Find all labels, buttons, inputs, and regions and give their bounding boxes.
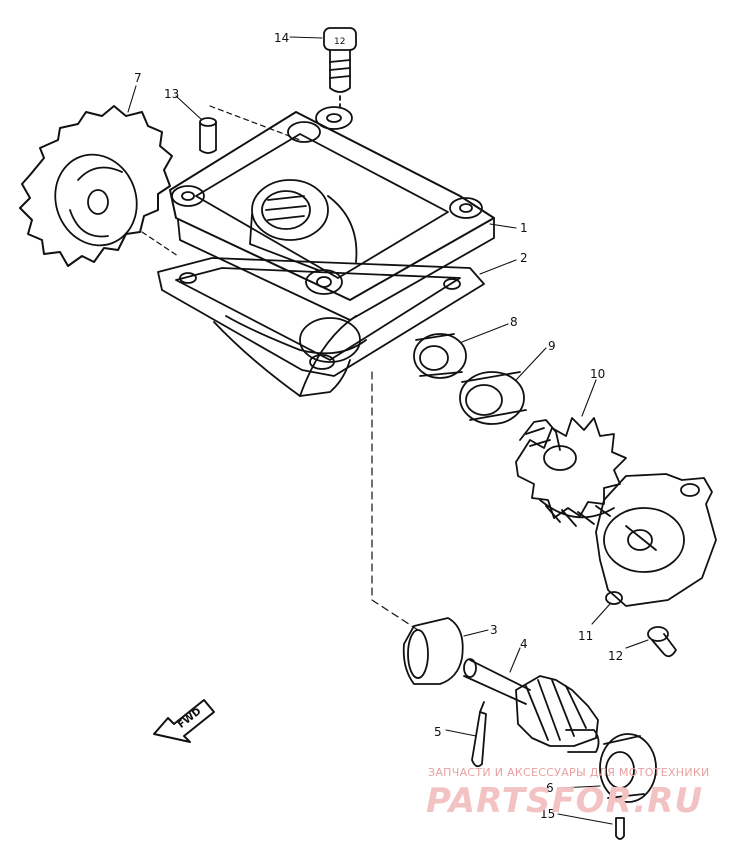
spur-gear-7 <box>19 105 173 267</box>
fwd-label: FWD <box>176 706 203 731</box>
housing-cover-1 <box>169 105 495 321</box>
leader-lines <box>127 36 649 825</box>
fwd-arrow <box>153 699 215 743</box>
watermark-tagline: ЗАПЧАСТИ И АКСЕССУАРЫ ДЛЯ МОТОТЕХНИКИ <box>428 766 710 779</box>
watermark: ЗАПЧАСТИ И АКСЕССУАРЫ ДЛЯ МОТОТЕХНИКИ PA… <box>426 766 710 821</box>
callout-9: 9 <box>548 339 556 353</box>
oil-seal-8 <box>413 333 467 379</box>
callout-12: 12 <box>608 649 623 663</box>
callout-14: 14 <box>274 31 289 45</box>
side-cover-11 <box>595 473 717 607</box>
cotter-pin-5 <box>471 701 487 768</box>
watermark-site: PARTSFOR.RU <box>426 781 703 821</box>
pin-15 <box>615 817 625 840</box>
gasket-2 <box>141 231 485 631</box>
drive-gear-shaft-4 <box>463 658 600 753</box>
callout-5: 5 <box>434 725 442 739</box>
callout-4: 4 <box>520 637 528 651</box>
bushing-3 <box>402 617 464 685</box>
callout-10: 10 <box>590 367 605 381</box>
screw-12 <box>647 626 677 658</box>
callout-11: 11 <box>578 629 593 643</box>
callout-3: 3 <box>490 623 498 637</box>
callout-6: 6 <box>546 781 554 795</box>
callout-13: 13 <box>164 87 179 101</box>
bevel-gear-10 <box>515 417 627 527</box>
callout-2: 2 <box>520 251 528 265</box>
callout-1: 1 <box>520 221 528 235</box>
callout-15: 15 <box>540 807 555 821</box>
bolt-14: 12 <box>323 27 357 113</box>
washer-6 <box>599 733 657 803</box>
svg-text:12: 12 <box>334 37 345 47</box>
bearing-9 <box>459 371 527 425</box>
callout-7: 7 <box>134 71 142 85</box>
dowel-pin-13 <box>199 117 217 154</box>
callout-8: 8 <box>510 315 518 329</box>
